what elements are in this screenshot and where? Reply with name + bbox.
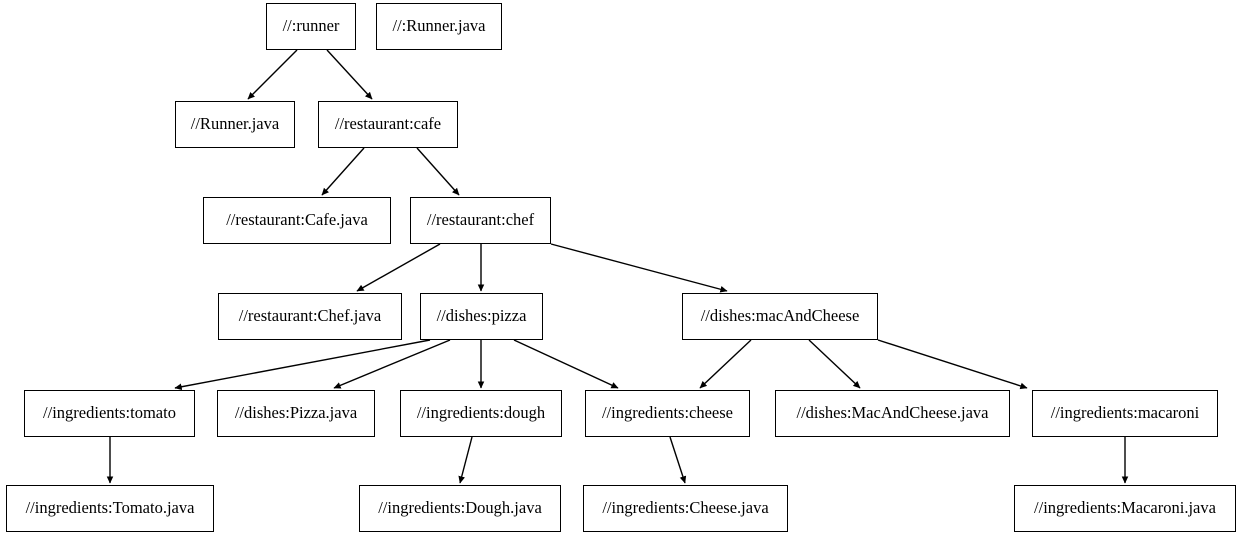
- graph-node-label: //restaurant:Chef.java: [238, 306, 382, 326]
- graph-node-chef_java[interactable]: //restaurant:Chef.java: [218, 293, 402, 340]
- graph-node-cheese_java[interactable]: //ingredients:Cheese.java: [583, 485, 788, 532]
- graph-node-cafe_java[interactable]: //restaurant:Cafe.java: [203, 197, 391, 244]
- graph-node-restaurant_chef[interactable]: //restaurant:chef: [410, 197, 551, 244]
- graph-node-label: //ingredients:macaroni: [1050, 403, 1200, 423]
- graph-node-label: //ingredients:tomato: [43, 403, 176, 423]
- graph-node-dishes_pizza[interactable]: //dishes:pizza: [420, 293, 543, 340]
- graph-node-label: //ingredients:Tomato.java: [25, 498, 195, 518]
- graph-node-label: //ingredients:Cheese.java: [602, 498, 769, 518]
- graph-node-label: //dishes:Pizza.java: [234, 403, 358, 423]
- graph-node-label: //dishes:macAndCheese: [700, 306, 860, 326]
- graph-node-ing_macaroni[interactable]: //ingredients:macaroni: [1032, 390, 1218, 437]
- graph-node-runner_java[interactable]: //Runner.java: [175, 101, 295, 148]
- graph-node-label: //:runner: [282, 16, 340, 36]
- graph-node-ing_tomato[interactable]: //ingredients:tomato: [24, 390, 195, 437]
- graph-node-dishes_mac[interactable]: //dishes:macAndCheese: [682, 293, 878, 340]
- graph-node-ing_cheese[interactable]: //ingredients:cheese: [585, 390, 750, 437]
- graph-node-runner[interactable]: //:runner: [266, 3, 356, 50]
- graph-node-label: //ingredients:dough: [416, 403, 546, 423]
- graph-node-label: //dishes:pizza: [436, 306, 527, 326]
- graph-node-label: //ingredients:cheese: [601, 403, 734, 423]
- graph-node-ing_dough[interactable]: //ingredients:dough: [400, 390, 562, 437]
- graph-node-label: //restaurant:chef: [426, 210, 535, 230]
- graph-node-label: //ingredients:Macaroni.java: [1034, 498, 1216, 518]
- graph-node-label: //restaurant:cafe: [334, 114, 442, 134]
- graph-node-root_runner_java[interactable]: //:Runner.java: [376, 3, 502, 50]
- graph-node-restaurant_cafe[interactable]: //restaurant:cafe: [318, 101, 458, 148]
- graph-node-label: //Runner.java: [190, 114, 280, 134]
- graph-node-mac_java[interactable]: //dishes:MacAndCheese.java: [775, 390, 1010, 437]
- graph-node-dough_java[interactable]: //ingredients:Dough.java: [359, 485, 561, 532]
- graph-node-label: //restaurant:Cafe.java: [226, 210, 368, 230]
- graph-node-label: //ingredients:Dough.java: [378, 498, 542, 518]
- graph-node-label: //:Runner.java: [392, 16, 486, 36]
- graph-node-macaroni_java[interactable]: //ingredients:Macaroni.java: [1014, 485, 1236, 532]
- graph-node-tomato_java[interactable]: //ingredients:Tomato.java: [6, 485, 214, 532]
- graph-node-pizza_java[interactable]: //dishes:Pizza.java: [217, 390, 375, 437]
- graph-node-label: //dishes:MacAndCheese.java: [796, 403, 989, 423]
